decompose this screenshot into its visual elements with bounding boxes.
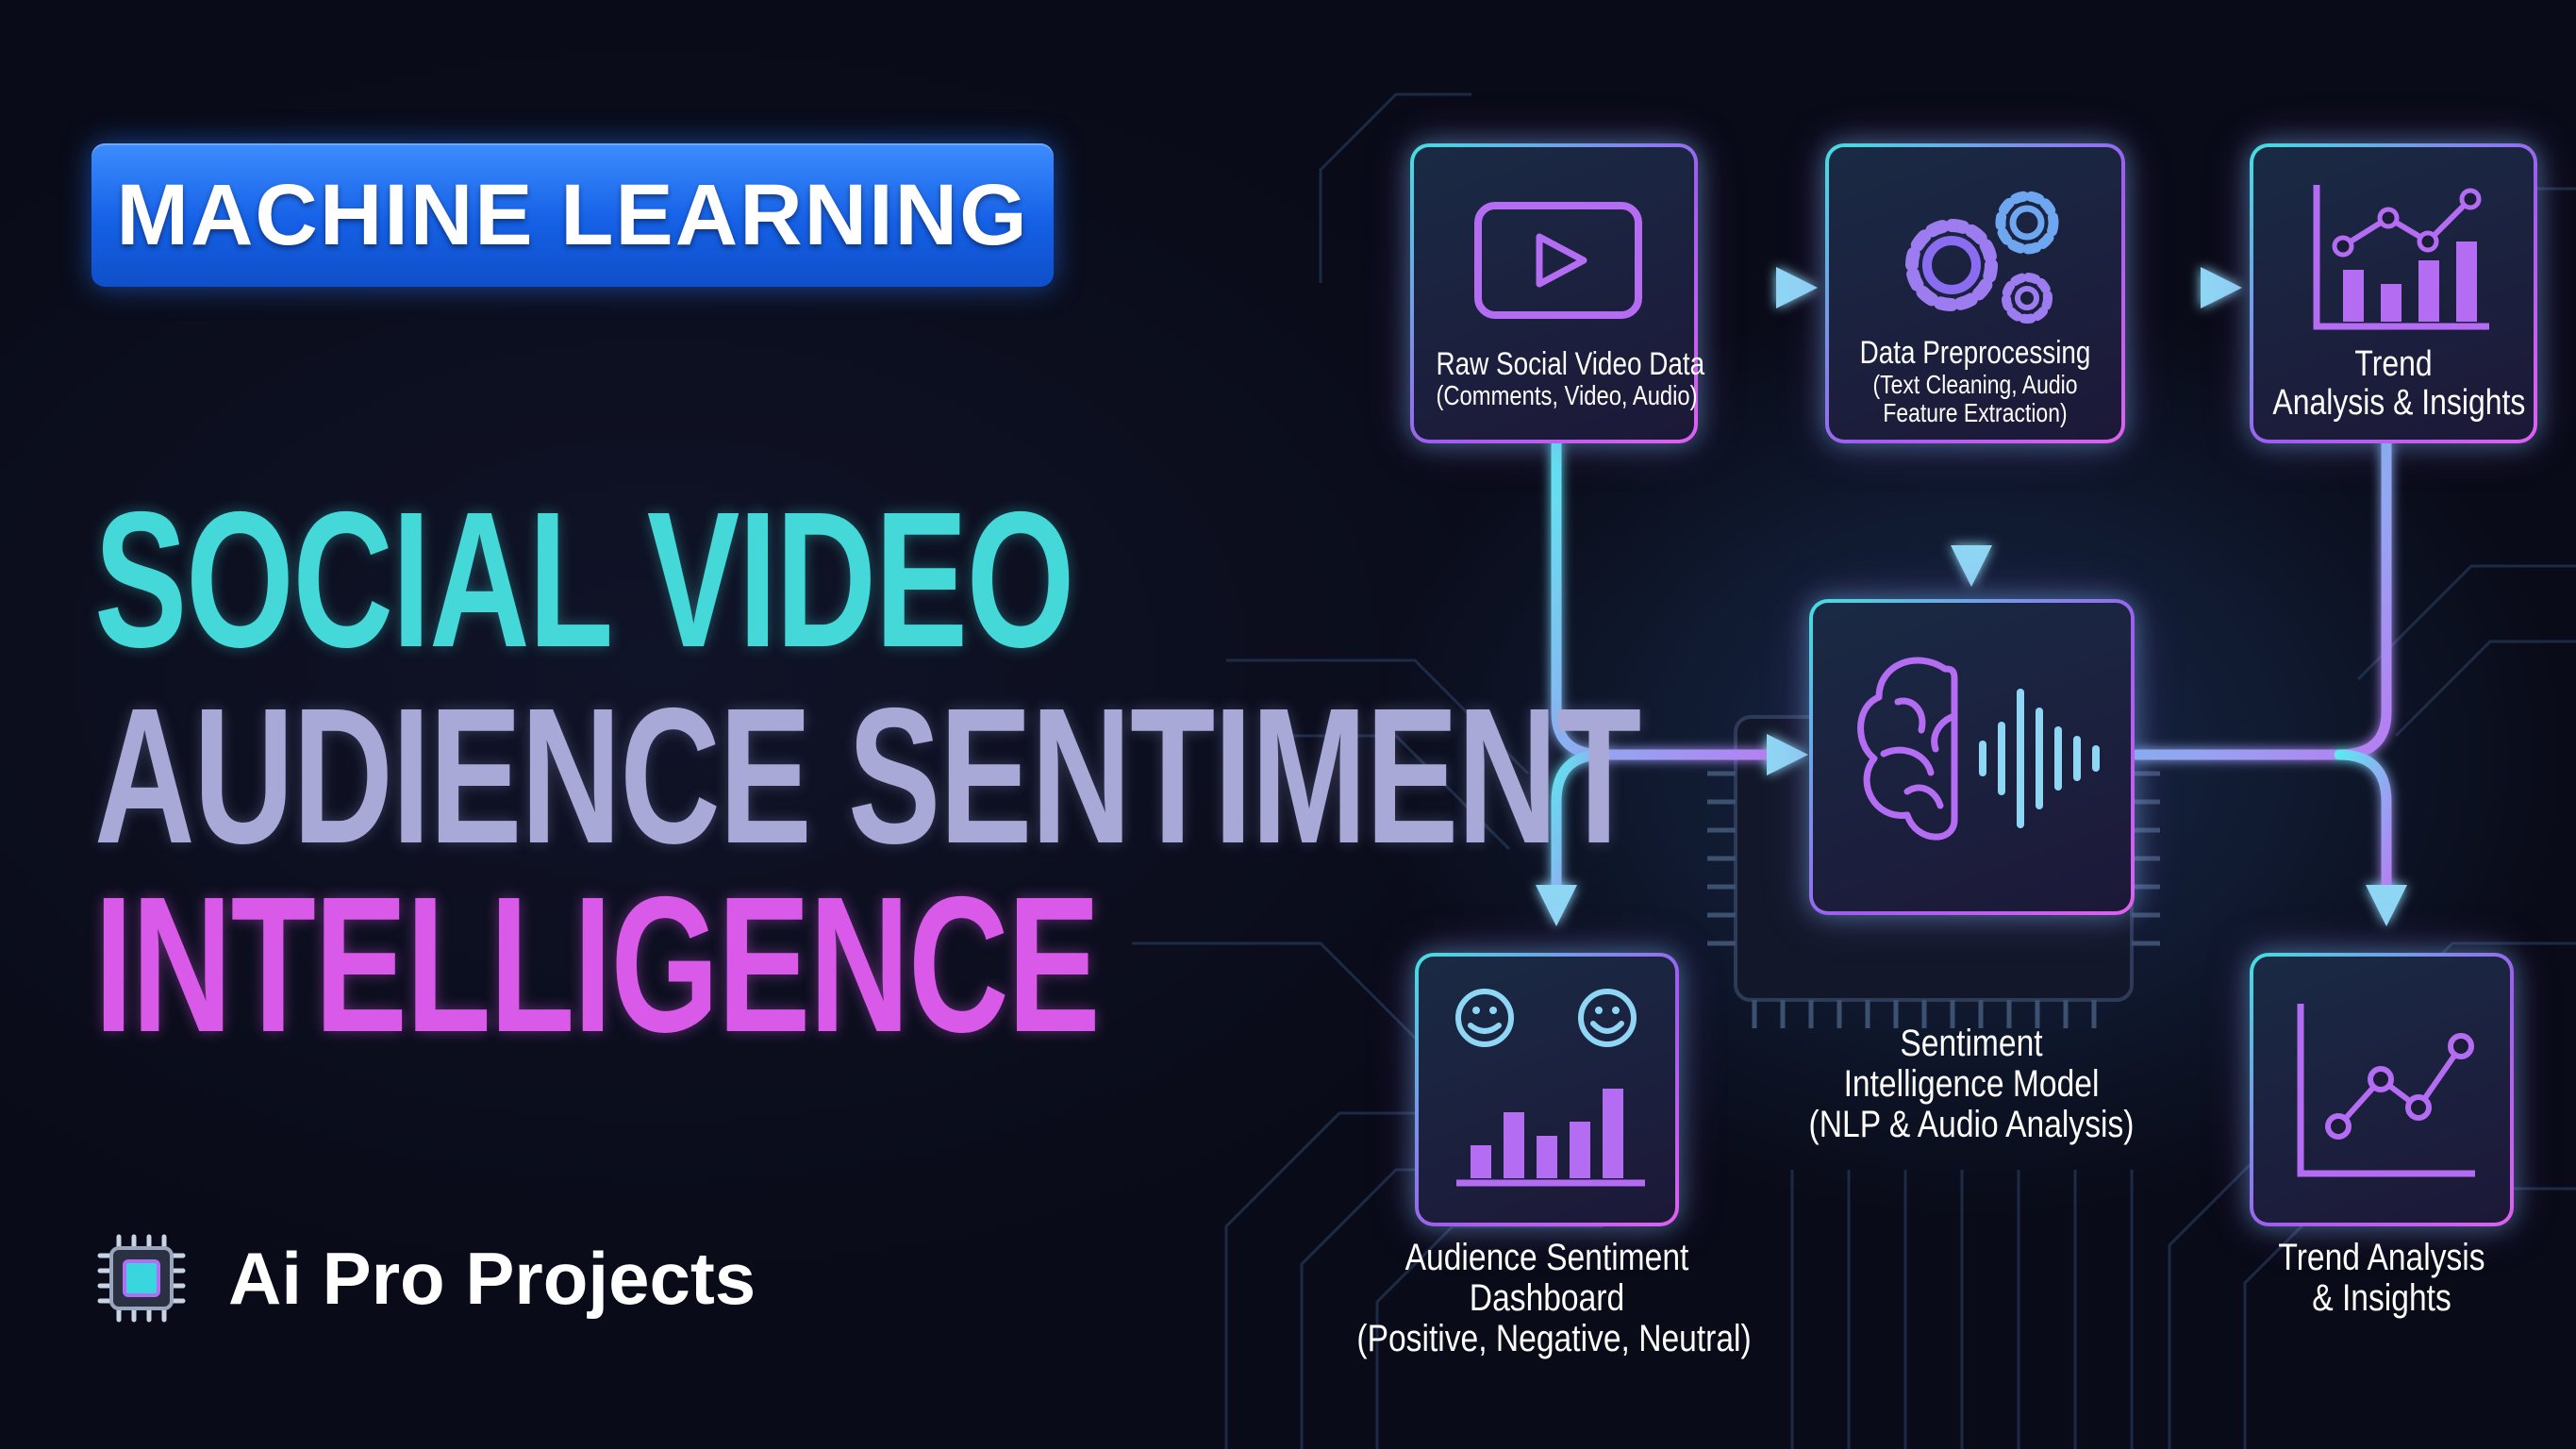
label-data-preprocessing: Data Preprocessing (Text Cleaning, Audio…: [1853, 336, 2099, 427]
label-line: Trend: [2354, 344, 2433, 384]
brand: Ai Pro Projects: [92, 1226, 756, 1330]
label-line: (Positive, Negative, Neutral): [1356, 1318, 1752, 1360]
label-line: (NLP & Audio Analysis): [1808, 1104, 2135, 1146]
label-line: Data Preprocessing: [1859, 335, 2091, 371]
node-sentiment-model: [1809, 599, 2135, 915]
gears-icon: [1905, 191, 2059, 324]
label-line: (Comments, Video, Audio): [1436, 380, 1698, 411]
label-raw-social-video-data: Raw Social Video Data (Comments, Video, …: [1436, 346, 1705, 411]
label-line: & Insights: [2312, 1277, 2451, 1320]
line-chart-icon: [2297, 1004, 2475, 1177]
brand-name: Ai Pro Projects: [228, 1236, 756, 1320]
label-line: Audience Sentiment: [1404, 1237, 1689, 1278]
category-badge: MACHINE LEARNING: [91, 143, 1054, 287]
label-line: Raw Social Video Data: [1436, 346, 1705, 382]
category-badge-label: MACHINE LEARNING: [116, 166, 1029, 263]
smiley-bar-chart-icon: [1455, 989, 1645, 1187]
chip-icon: [97, 1234, 186, 1323]
label-sentiment-model: Sentiment Intelligence Model (NLP & Audi…: [1781, 1023, 2161, 1146]
label-audience-dashboard: Audience Sentiment Dashboard (Positive, …: [1356, 1237, 1752, 1360]
play-icon: [1474, 202, 1642, 319]
node-trend-analysis-top: [2250, 143, 2537, 443]
label-line: Feature Extraction): [1883, 397, 2068, 427]
label-line: (Text Cleaning, Audio: [1872, 369, 2078, 399]
circuit-traces: [1132, 92, 2576, 1449]
node-trend-analysis-bottom: [2250, 953, 2514, 1226]
title-line-2: AUDIENCE SENTIMENT: [94, 668, 1641, 884]
node-raw-social-video-data: [1410, 143, 1698, 443]
label-line: Analysis & Insights: [2272, 383, 2526, 424]
label-line: Sentiment: [1900, 1023, 2043, 1064]
label-line: Trend Analysis: [2278, 1237, 2485, 1278]
brain-waveform-icon: [1857, 657, 2100, 841]
bar-line-chart-icon: [2313, 185, 2489, 330]
label-line: Intelligence Model: [1843, 1063, 2100, 1106]
title-line-3: INTELLIGENCE: [94, 857, 1101, 1073]
label-trend-analysis-bottom: Trend Analysis & Insights: [2191, 1237, 2571, 1320]
title-line-1: SOCIAL VIDEO: [94, 472, 1074, 688]
label-trend-analysis-top: Trend Analysis & Insights: [2272, 344, 2526, 424]
label-line: Dashboard: [1469, 1277, 1625, 1320]
node-audience-dashboard: [1415, 953, 1679, 1226]
flow-connectors: [1536, 267, 2407, 926]
node-data-preprocessing: [1825, 143, 2125, 443]
